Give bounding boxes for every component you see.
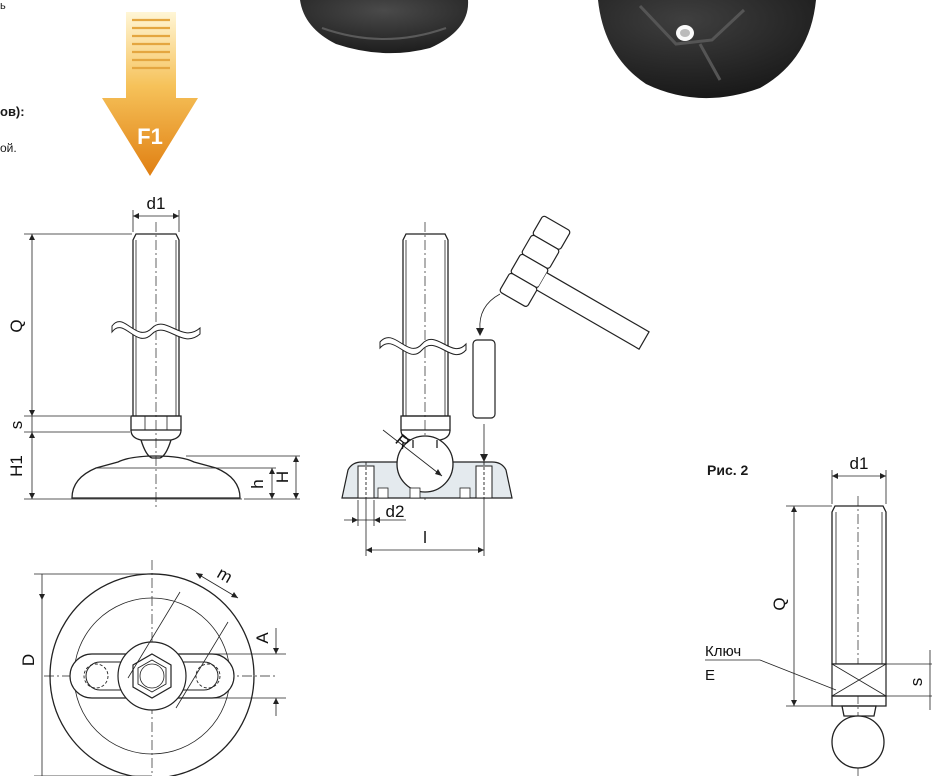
dim-label-D: D [19, 654, 38, 666]
figure-1-side-view: d1 Q s H1 h H [7, 194, 300, 510]
dim-label-H: H [273, 471, 292, 483]
fig2-dim-label-s: s [907, 678, 926, 687]
figure-assembly-view: R d2 l [341, 215, 650, 556]
fig2-dim-label-Q: Q [770, 597, 789, 610]
fig2-key-size: E [705, 667, 715, 684]
dim-label-H1: H1 [7, 455, 26, 477]
product-photo-left [300, 0, 469, 54]
dim-label-l: l [423, 528, 427, 547]
dim-label-Q: Q [7, 319, 26, 332]
dim-label-m: m [214, 563, 236, 587]
hammer-icon [499, 215, 650, 350]
figure-2-stud-view: d1 Q s Ключ E [705, 454, 932, 776]
clipped-note-text: ой. [0, 141, 17, 155]
fig2-key-label: Ключ [705, 643, 741, 660]
dim-label-h: h [248, 479, 267, 488]
figure-2-caption: Рис. 2 [707, 462, 749, 478]
dim-label-s: s [7, 421, 26, 430]
force-arrow: F1 [102, 12, 198, 176]
force-arrow-label: F1 [137, 124, 163, 149]
dim-label-d2: d2 [386, 502, 405, 521]
clipped-section-heading: ов): [0, 104, 25, 119]
dim-label-A: A [253, 632, 272, 644]
clipped-text-top: ь [0, 0, 6, 12]
product-photo-right [598, 0, 816, 99]
fig2-dim-label-d1: d1 [850, 454, 869, 473]
figure-plan-view: D m A [19, 560, 286, 776]
dim-label-d1: d1 [147, 194, 166, 213]
